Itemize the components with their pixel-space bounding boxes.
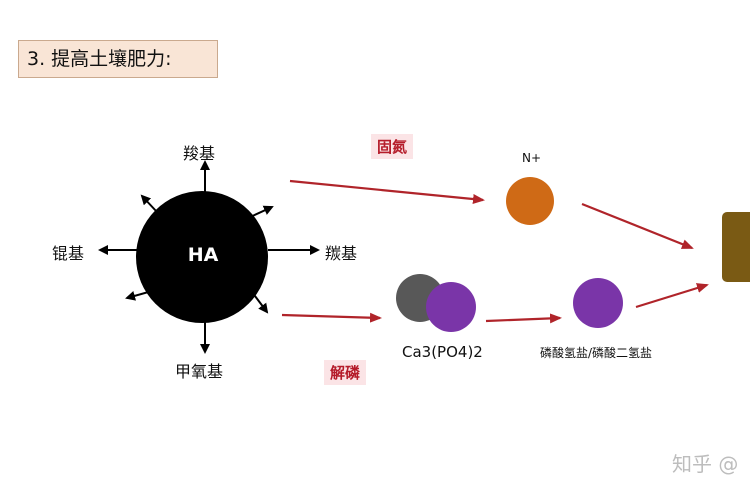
arrow-ha-to-calcium [281,312,382,323]
arrow-upper-left [140,194,158,213]
target-box [722,212,750,282]
arrow-upper-right [247,205,274,219]
ha-label: HA [187,244,219,266]
arrow-salt-to-box [635,283,709,309]
phosphate-salt-label: 磷酸氢盐/磷酸二氢盐 [540,346,653,360]
label-left-group: 锟基 [52,244,85,263]
calcium-phosphate-label: Ca3(PO4)2 [402,343,483,361]
nitrogen-label: N+ [522,151,542,165]
phosphate-particle [426,282,476,332]
label-carboxyl: 羧基 [183,144,216,163]
arrow-nitrogen-to-box [581,202,694,250]
nitrogen-particle [506,177,554,225]
arrow-lower-left [125,290,153,301]
phosphate-solubilization-tag: 解磷 [324,360,367,385]
label-methoxyl: 甲氧基 [175,362,224,381]
arrow-calcium-to-salt [485,313,562,324]
ha-sphere [136,191,268,323]
nitrogen-fixation-tag: 固氮 [371,134,414,159]
arrow-lower-right [251,291,269,314]
slide-title: 3. 提高土壤肥力: [18,40,218,78]
phosphate-salt-particle [573,278,623,328]
watermark: 知乎 @ [672,452,739,476]
arrow-ha-to-nitrogen [289,179,485,204]
label-carbonyl: 羰基 [325,244,358,263]
